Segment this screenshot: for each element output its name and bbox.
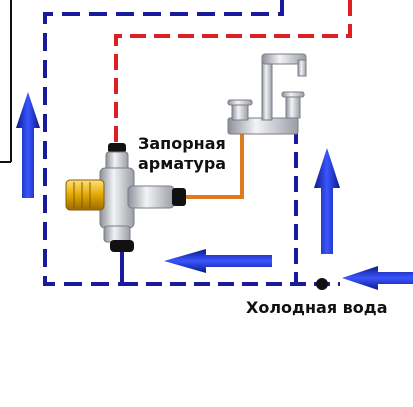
valve-label-line1: Запорная [138, 134, 226, 153]
mixed-water-pipe [180, 128, 244, 199]
cold-water-main [122, 128, 340, 286]
flow-arrow-icon [16, 92, 40, 198]
cold-water-pipe-outer [43, 0, 284, 286]
faucet-icon [227, 53, 307, 135]
flow-arrow-icon [342, 266, 413, 290]
mixing-valve-icon [65, 143, 186, 252]
cold-water-label: Холодная вода [246, 298, 388, 317]
black-return-line [0, 0, 12, 163]
valve-label: Запорная арматура [138, 134, 226, 174]
flow-arrow-icon [164, 249, 272, 273]
flow-arrow-icon [314, 148, 340, 254]
valve-label-line2: арматура [138, 154, 227, 173]
pipe-junction-dot [316, 278, 328, 290]
hot-water-pipe [114, 0, 352, 145]
